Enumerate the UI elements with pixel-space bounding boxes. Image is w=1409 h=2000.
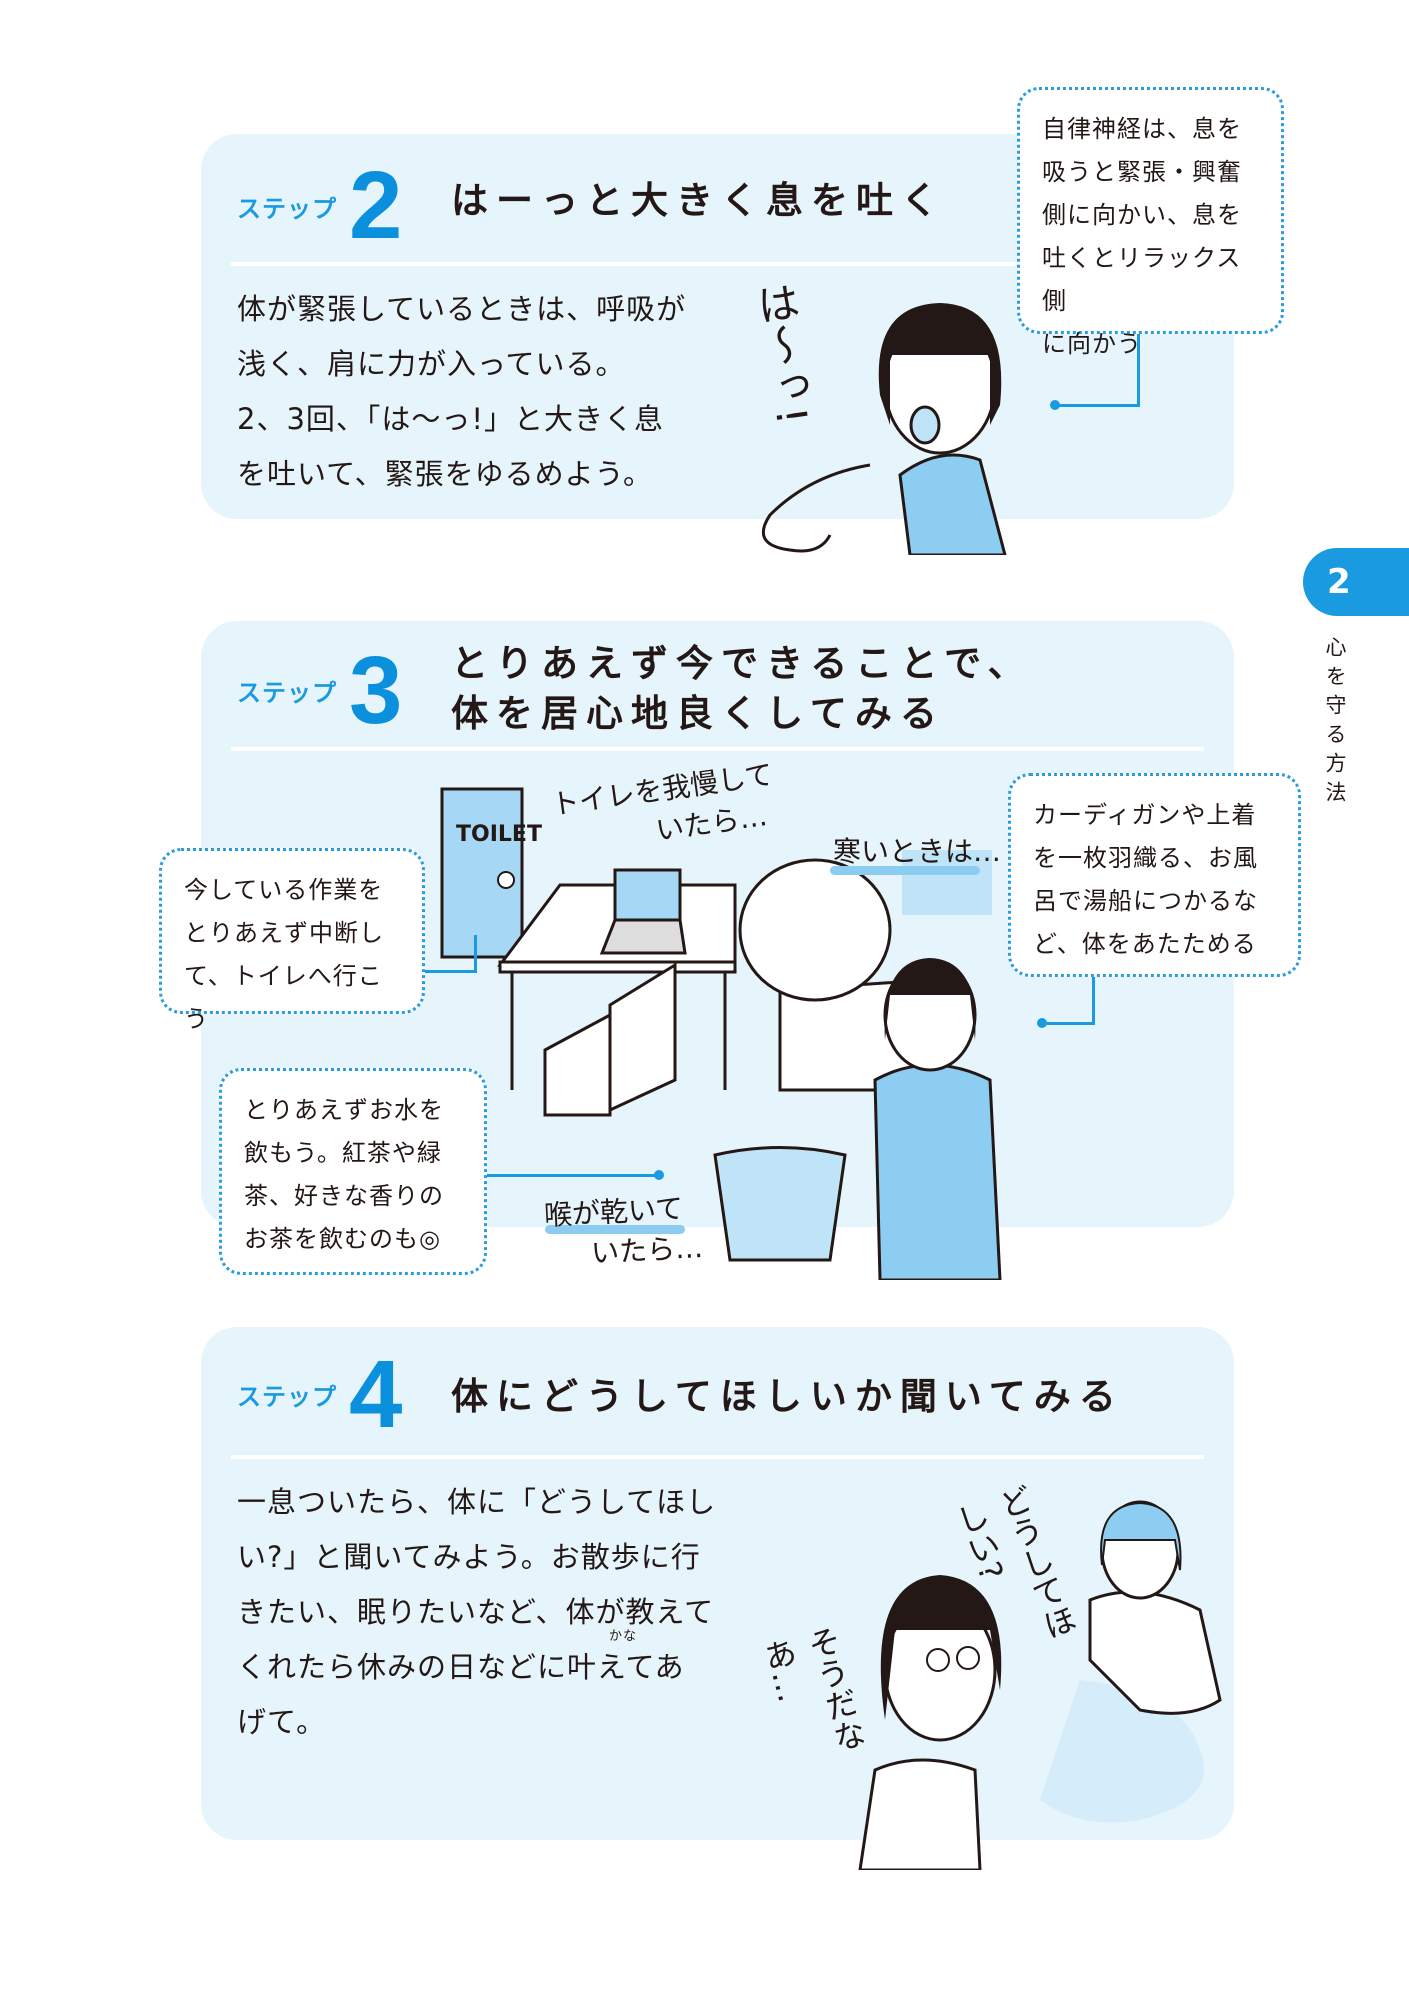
callout-line: 呂で湯船につかるな — [1033, 887, 1258, 915]
callout-line: 吸うと緊張・興奮 — [1042, 158, 1242, 186]
office-bathroom-illustration — [440, 787, 1002, 1280]
body-line: 一息ついたら、体に「どうしてほし — [237, 1485, 717, 1519]
note-throat: 喉が乾いて いたら… — [543, 1186, 704, 1274]
note-cold: 寒いときは… — [833, 835, 1002, 868]
step-title: はーっと大きく息を吐く — [451, 179, 946, 222]
body-line: い?」と聞いてみよう。お散歩に行 — [237, 1540, 701, 1574]
callout-line: 茶、好きな香りの — [244, 1182, 444, 1210]
callout-line: 自律神経は、息を — [1042, 115, 1242, 143]
highlight — [545, 1225, 685, 1234]
callout-line: とりあえずお水を — [244, 1096, 444, 1124]
connector-dot — [1037, 1018, 1047, 1028]
body-line-with-ruby: くれたら休みの日などに叶えてあ かな — [237, 1630, 716, 1695]
connector-dot — [1050, 400, 1060, 410]
body-line: きたい、眠りたいなど、体が教えて — [237, 1595, 715, 1629]
chapter-tab: 2 — [1303, 548, 1409, 616]
callout-autonomic-nerve: 自律神経は、息を 吸うと緊張・興奮 側に向かい、息を 吐くとリラックス側 に向か… — [1017, 87, 1284, 358]
step-body: 一息ついたら、体に「どうしてほし い?」と聞いてみよう。お散歩に行 きたい、眠り… — [237, 1475, 716, 1750]
step-title: 体にどうしてほしいか聞いてみる — [451, 1375, 1124, 1418]
step-number: 4 — [349, 1341, 403, 1448]
step-label: ステップ — [237, 679, 337, 707]
callout-line: カーディガンや上着 — [1033, 801, 1257, 829]
callout-line: を一枚羽織る、お風 — [1033, 844, 1258, 872]
ruby: かな — [609, 1629, 638, 1644]
callout-line: て、トイレへ行こう — [184, 962, 383, 1033]
body-line: 体が緊張しているときは、呼吸が — [237, 292, 687, 326]
callout-line: 吐くとリラックス側 — [1042, 244, 1242, 315]
divider — [231, 262, 1204, 266]
step-label: ステップ — [237, 195, 337, 223]
connector — [1042, 1022, 1095, 1025]
connector — [425, 970, 477, 973]
step-body: 体が緊張しているときは、呼吸が 浅く、肩に力が入っている。 2、3回、「は〜っ!… — [237, 282, 686, 502]
connector — [1137, 334, 1140, 406]
connector — [1092, 977, 1095, 1025]
title-line: 体を居心地良くしてみる — [451, 692, 945, 735]
callout-line: 飲もう。紅茶や緑 — [244, 1139, 442, 1167]
two-women-illustration — [858, 1500, 1222, 1870]
note-line: いたら… — [590, 1230, 704, 1270]
callout-line: ど、体をあたためる — [1033, 930, 1257, 958]
body-line: を吐いて、緊張をゆるめよう。 — [237, 457, 653, 491]
callout-line: 側に向かい、息を — [1042, 201, 1242, 229]
chapter-title: 心を守る方法 — [1323, 636, 1347, 810]
callout-water: とりあえずお水を 飲もう。紅茶や緑 茶、好きな香りの お茶を飲むのも◎ — [219, 1068, 487, 1275]
step-label: ステップ — [237, 1383, 337, 1411]
body-line: くれたら休みの日などに叶えてあ — [237, 1650, 685, 1684]
body-line: げて。 — [237, 1705, 327, 1739]
connector — [1055, 404, 1140, 407]
connector-dot — [654, 1170, 664, 1180]
callout-line: お茶を飲むのも◎ — [244, 1225, 441, 1253]
connector — [487, 1174, 659, 1177]
callout-toilet: 今している作業を とりあえず中断し て、トイレへ行こう — [159, 848, 425, 1033]
callout-warm: カーディガンや上着 を一枚羽織る、お風 呂で湯船につかるな ど、体をあたためる — [1008, 773, 1301, 977]
connector — [474, 935, 477, 973]
body-line: 浅く、肩に力が入っている。 — [237, 347, 626, 381]
step-number: 2 — [349, 152, 403, 259]
door-sign: TOILET — [456, 822, 542, 847]
step-title: とりあえず今できることで、 体を居心地良くしてみる — [451, 639, 1033, 739]
callout-line: 今している作業を — [184, 876, 384, 904]
divider — [231, 747, 1204, 751]
divider — [231, 1455, 1204, 1459]
body-line: 2、3回、「は〜っ!」と大きく息 — [237, 402, 665, 436]
title-line: とりあえず今できることで、 — [451, 642, 1033, 685]
chapter-number: 2 — [1327, 562, 1351, 602]
callout-line: に向かう — [1042, 330, 1142, 358]
callout-line: とりあえず中断し — [184, 919, 384, 947]
highlight — [830, 866, 980, 875]
step-number: 3 — [349, 637, 403, 744]
woman-exhaling-illustration — [761, 303, 1007, 555]
